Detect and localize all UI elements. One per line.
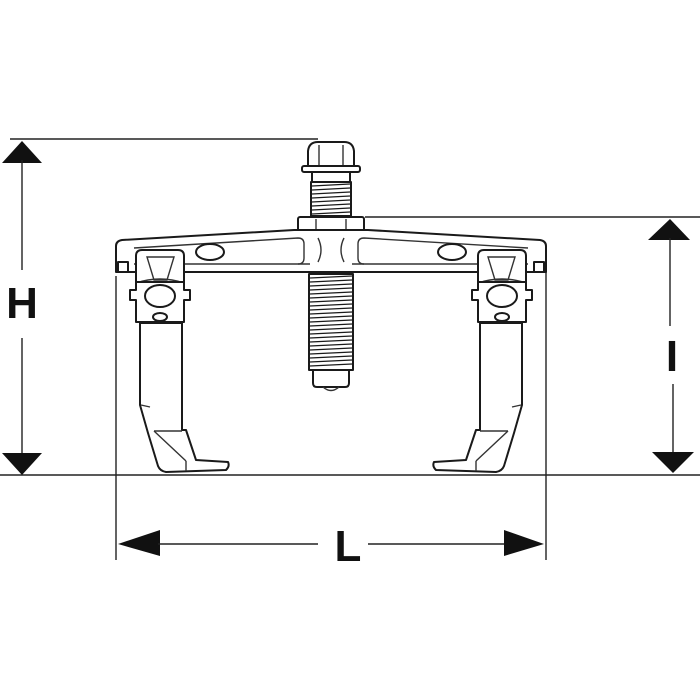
dimension-i: I <box>648 219 694 473</box>
arrow-right-icon <box>504 530 544 556</box>
arrow-left-icon <box>118 530 160 556</box>
extension-lines <box>0 138 700 560</box>
arrow-down-icon <box>2 453 42 475</box>
crossbar <box>115 229 547 273</box>
label-h: H <box>6 279 38 328</box>
arrow-up-icon <box>2 141 42 163</box>
left-arm <box>129 249 230 473</box>
dimension-h: H <box>2 141 42 475</box>
label-l: L <box>335 522 362 571</box>
spindle <box>297 141 365 392</box>
label-i: I <box>666 332 678 381</box>
right-arm <box>432 249 533 473</box>
arrow-up-icon <box>648 219 690 240</box>
arrow-down-icon <box>652 452 694 473</box>
dimension-l: L <box>118 522 544 571</box>
